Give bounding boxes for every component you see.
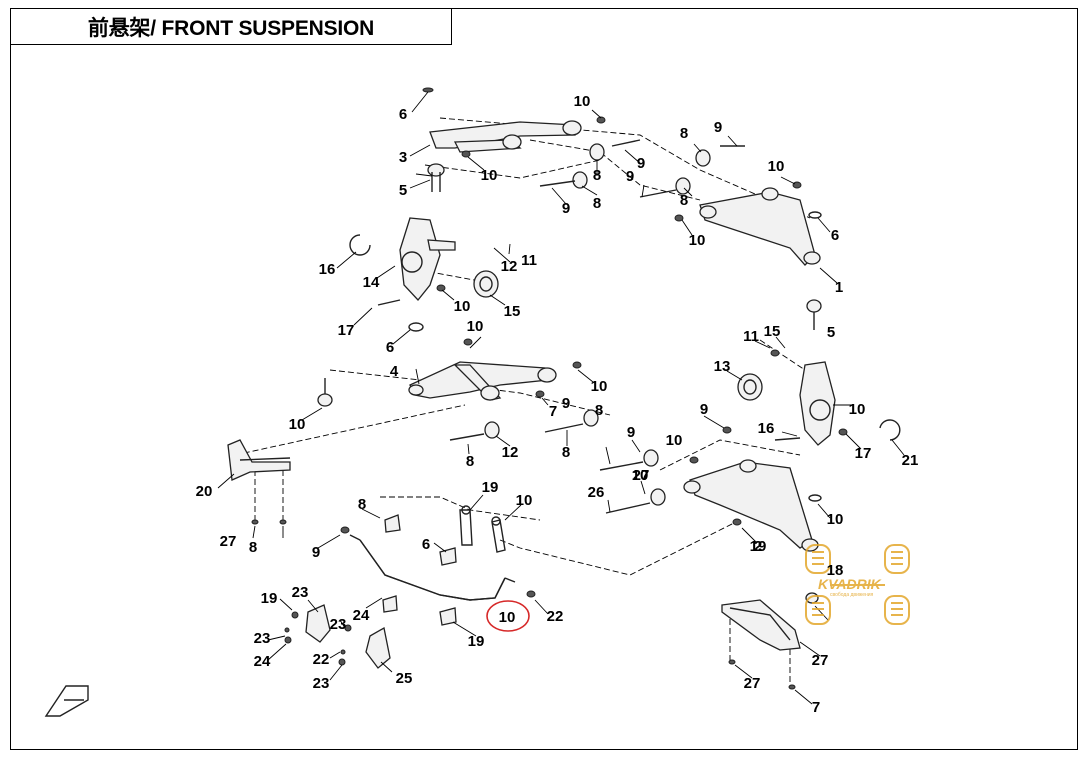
callout-8: 8 <box>593 195 601 212</box>
callout-2: 2 <box>754 538 762 555</box>
skid-plate-right <box>721 599 801 690</box>
callout-9: 9 <box>700 401 708 418</box>
callout-6: 6 <box>399 106 407 123</box>
callout-17: 17 <box>338 322 355 339</box>
knuckle-left <box>349 217 499 332</box>
callout-16: 16 <box>319 261 336 278</box>
callout-17: 17 <box>855 445 872 462</box>
callout-10: 10 <box>516 492 533 509</box>
callout-18: 18 <box>827 562 844 579</box>
callout-10: 10 <box>481 167 498 184</box>
callout-12: 12 <box>502 444 519 461</box>
callout-9: 9 <box>637 155 645 172</box>
leader-lines <box>217 91 905 705</box>
callout-10: 10 <box>632 467 649 484</box>
highlight-circle <box>486 600 530 632</box>
upper-a-arm-left <box>422 87 606 192</box>
skid-plate-left <box>227 439 291 525</box>
callout-15: 15 <box>504 303 521 320</box>
callout-15: 15 <box>764 323 781 340</box>
front-direction-arrow <box>44 685 89 717</box>
callout-24: 24 <box>254 653 271 670</box>
callout-11: 11 <box>743 328 759 345</box>
callout-23: 23 <box>313 675 330 692</box>
callout-6: 6 <box>386 339 394 356</box>
callout-10: 10 <box>467 318 484 335</box>
callout-9: 9 <box>562 395 570 412</box>
callout-6: 6 <box>422 536 430 553</box>
callout-8: 8 <box>466 453 474 470</box>
callout-11: 11 <box>521 252 537 269</box>
callout-19: 19 <box>468 633 485 650</box>
callout-8: 8 <box>562 444 570 461</box>
callout-9: 9 <box>312 544 320 561</box>
callout-27: 27 <box>744 675 761 692</box>
knuckle-right <box>737 299 901 446</box>
callout-9: 9 <box>627 424 635 441</box>
callout-10: 10 <box>827 511 844 528</box>
title-box: 前悬架/ FRONT SUSPENSION <box>10 8 452 45</box>
watermark-tagline: свобода движения <box>830 592 874 598</box>
callout-23: 23 <box>254 630 271 647</box>
callout-10: 10 <box>591 378 608 395</box>
callout-8: 8 <box>680 192 688 209</box>
lower-bushings <box>449 409 666 514</box>
callout-5: 5 <box>399 182 407 199</box>
lower-a-arm-left <box>317 338 582 407</box>
callout-24: 24 <box>353 607 370 624</box>
callout-19: 19 <box>482 479 499 496</box>
callout-27: 27 <box>633 467 650 484</box>
upper-a-arm-right <box>674 181 822 266</box>
callout-21: 21 <box>902 452 919 469</box>
callout-16: 16 <box>758 420 775 437</box>
callout-26: 26 <box>588 484 605 501</box>
callout-22: 22 <box>313 651 330 668</box>
callout-10: 10 <box>689 232 706 249</box>
callout-27: 27 <box>220 533 237 550</box>
callout-8: 8 <box>358 496 366 513</box>
callout-5: 5 <box>827 324 835 341</box>
clamp-brackets <box>284 604 391 669</box>
callout-7: 7 <box>812 699 820 716</box>
callout-9: 9 <box>562 200 570 217</box>
callout-8: 8 <box>595 402 603 419</box>
callout-22: 22 <box>547 608 564 625</box>
callout-8: 8 <box>593 167 601 184</box>
callout-10: 10 <box>574 93 591 110</box>
callout-10: 10 <box>454 298 471 315</box>
callout-7: 7 <box>549 403 557 420</box>
callout-14: 14 <box>363 274 380 291</box>
callout-25: 25 <box>396 670 413 687</box>
callout-19: 19 <box>750 538 767 555</box>
callout-10: 10 <box>849 401 866 418</box>
callout-9: 9 <box>626 168 634 185</box>
watermark-brand: KVADRIK <box>818 576 882 592</box>
callout-4: 4 <box>390 363 399 380</box>
callout-23: 23 <box>292 584 309 601</box>
diagram-frame <box>10 8 1078 750</box>
callout-10: 10 <box>499 609 516 626</box>
callout-23: 23 <box>330 616 347 633</box>
callout-8: 8 <box>249 539 257 556</box>
callout-9: 9 <box>714 119 722 136</box>
page-title: 前悬架/ FRONT SUSPENSION <box>87 16 375 40</box>
callout-20: 20 <box>196 483 213 500</box>
callout-27: 27 <box>812 652 829 669</box>
callout-3: 3 <box>399 149 407 166</box>
callout-10: 10 <box>666 432 683 449</box>
callout-6: 6 <box>831 227 839 244</box>
callout-1: 1 <box>835 279 843 296</box>
lower-a-arm-right <box>683 426 822 604</box>
callout-12: 12 <box>501 258 518 275</box>
callout-10: 10 <box>768 158 785 175</box>
callout-10: 10 <box>289 416 306 433</box>
kvadrik-watermark-logo: KVADRIK свобода движения <box>805 544 910 625</box>
callout-19: 19 <box>261 590 278 607</box>
callout-8: 8 <box>680 125 688 142</box>
stabilizer-bar <box>340 505 536 626</box>
callout-13: 13 <box>714 358 731 375</box>
